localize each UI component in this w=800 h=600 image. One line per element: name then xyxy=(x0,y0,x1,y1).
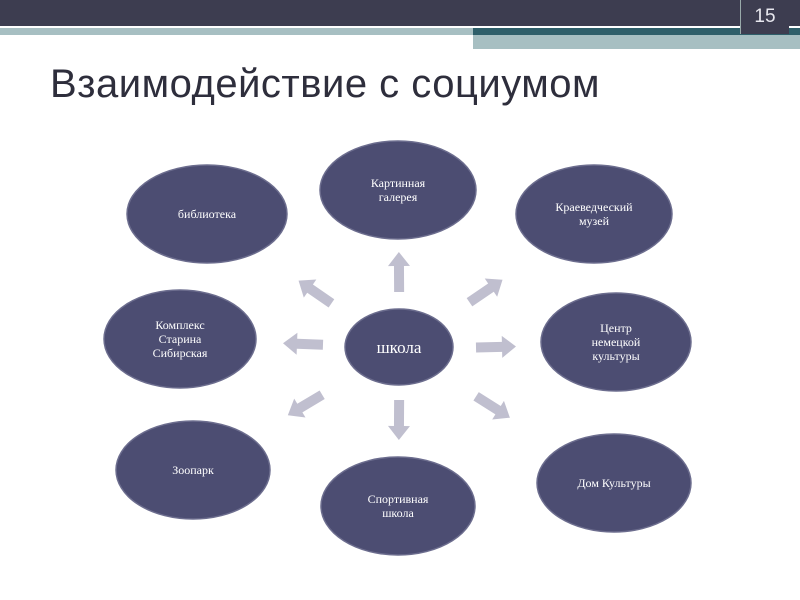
arrows xyxy=(283,252,516,440)
slide-number: 15 xyxy=(754,6,776,27)
accent-stripe-right-lower xyxy=(473,35,800,49)
node-label: Картинная xyxy=(371,176,426,190)
node-label: Зоопарк xyxy=(172,463,214,477)
node-label: культуры xyxy=(592,349,639,363)
slide-number-box: 15 xyxy=(740,0,789,34)
node-zoo: Зоопарк xyxy=(115,420,271,520)
node-label: Центр xyxy=(600,321,632,335)
node-library: библиотека xyxy=(126,164,288,264)
arrow-gallery xyxy=(387,252,410,293)
arrow-museum xyxy=(466,278,503,307)
node-label: Сибирская xyxy=(153,346,208,360)
arrow-zoo xyxy=(287,390,325,418)
node-label: Старина xyxy=(159,332,202,346)
accent-stripe-left xyxy=(0,28,473,35)
arrow-culture xyxy=(473,392,510,420)
node-culture: Дом Культуры xyxy=(536,433,692,533)
header-bar xyxy=(0,0,800,26)
node-label: Дом Культуры xyxy=(577,476,650,490)
arrow-library xyxy=(298,279,335,308)
node-label: Спортивная xyxy=(368,492,429,506)
center-label: школа xyxy=(377,338,422,357)
center-node: школа xyxy=(344,308,454,386)
node-label: немецкой xyxy=(592,335,641,349)
arrow-sport xyxy=(387,399,410,440)
node-label: библиотека xyxy=(178,207,237,221)
node-label: школа xyxy=(382,506,414,520)
node-label: Комплекс xyxy=(155,318,204,332)
arrow-complex xyxy=(283,332,324,355)
node-label: музей xyxy=(579,214,610,228)
accent-stripe-right xyxy=(473,28,800,35)
node-label: галерея xyxy=(379,190,418,204)
nodes: библиотекаКартиннаягалереяКраеведческийм… xyxy=(103,140,692,556)
arrow-german xyxy=(475,335,516,358)
slide-title: Взаимодействие с социумом xyxy=(50,62,601,106)
node-label: Краеведческий xyxy=(555,200,633,214)
center-ellipse xyxy=(344,308,454,386)
